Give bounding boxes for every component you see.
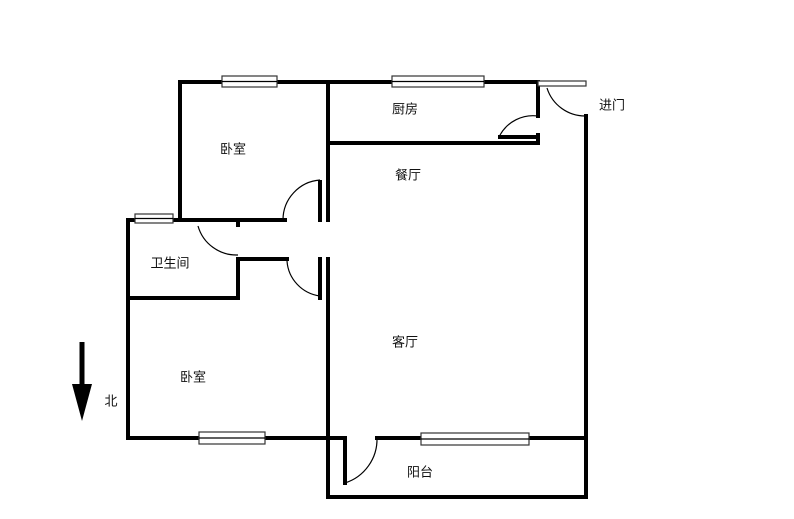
room-label-living: 客厅 bbox=[392, 335, 418, 351]
room-label-kitchen: 厨房 bbox=[392, 102, 418, 118]
room-label-bedroom-north: 卧室 bbox=[220, 142, 246, 158]
door-bedroom-south bbox=[286, 260, 321, 297]
window bbox=[391, 75, 485, 88]
room-label-bedroom-south: 卧室 bbox=[180, 370, 206, 386]
window bbox=[198, 431, 266, 445]
door-bathroom bbox=[197, 225, 239, 256]
door-entrance bbox=[546, 87, 587, 117]
windows bbox=[134, 75, 530, 446]
compass-label: 北 bbox=[104, 395, 117, 410]
door-balcony bbox=[344, 437, 378, 484]
window bbox=[420, 432, 530, 446]
room-label-bathroom: 卫生间 bbox=[150, 257, 189, 272]
entrance-threshold bbox=[537, 80, 587, 87]
room-label-entrance: 进门 bbox=[599, 99, 625, 114]
room-label-dining: 餐厅 bbox=[395, 168, 421, 184]
room-label-balcony: 阳台 bbox=[407, 466, 433, 481]
window bbox=[134, 213, 174, 224]
doors bbox=[197, 87, 587, 484]
window bbox=[221, 75, 278, 88]
door-kitchen bbox=[499, 115, 539, 136]
arrow-down-icon bbox=[72, 342, 92, 421]
door-bedroom-north bbox=[282, 179, 321, 221]
